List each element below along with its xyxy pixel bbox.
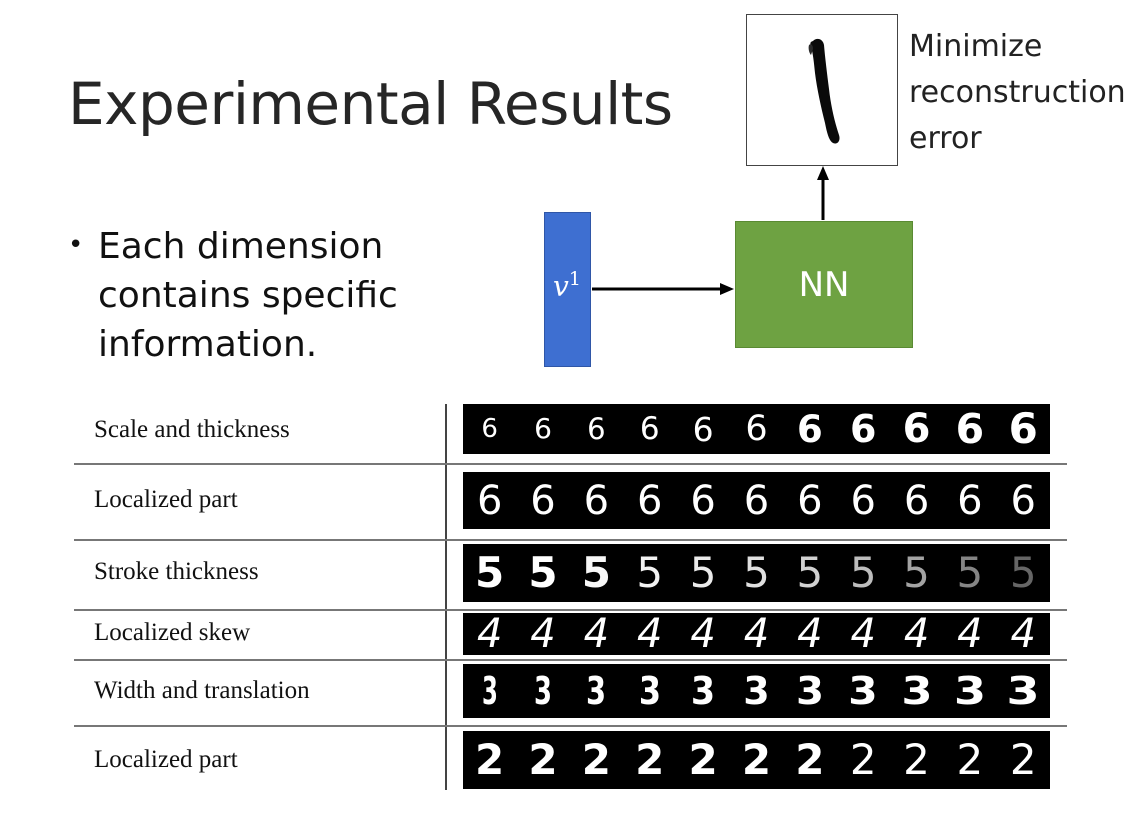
digit-sample: 4 [678, 614, 728, 654]
digit-sample: 4 [945, 614, 995, 654]
digit-sample: 2 [945, 739, 995, 781]
digit-sample: 6 [571, 481, 621, 521]
digit-sample: 6 [945, 481, 995, 521]
digit-sample: 3 [680, 672, 726, 710]
digit-sample: 4 [892, 614, 942, 654]
digit-strip-localized-part-2: 2 2 2 2 2 2 2 2 2 2 2 [463, 731, 1050, 789]
digit-sample: 6 [465, 481, 515, 521]
digit-sample: 4 [785, 614, 835, 654]
digit-sample: 2 [678, 739, 728, 781]
digit-sample: 6 [518, 415, 568, 443]
digit-sample: 2 [571, 739, 621, 781]
digit-sample: 5 [892, 552, 942, 594]
row-label-width-translation: Width and translation [94, 677, 310, 705]
digit-sample: 3 [629, 672, 671, 710]
digit-sample: 6 [678, 413, 728, 446]
digit-sample: 5 [465, 552, 515, 594]
row-label-localized-part: Localized part [94, 486, 238, 514]
digit-strip-localized-skew: 4 4 4 4 4 4 4 4 4 4 4 [463, 613, 1050, 655]
table-column-divider [445, 404, 447, 790]
digit-sample: 6 [731, 481, 781, 521]
digit-sample: 6 [625, 481, 675, 521]
digit-sample: 5 [571, 552, 621, 594]
table-divider [74, 659, 1067, 661]
digit-sample: 4 [465, 614, 515, 654]
digit-sample: 3 [526, 672, 560, 710]
digit-sample: 6 [625, 414, 675, 445]
digit-sample: 3 [835, 672, 891, 710]
digit-strip-localized-part: 6 6 6 6 6 6 6 6 6 6 6 [463, 472, 1050, 529]
digit-sample: 3 [887, 672, 946, 710]
digit-sample: 6 [785, 411, 835, 448]
digit-sample: 2 [465, 739, 515, 781]
digit-sample: 4 [625, 614, 675, 654]
digit-sample: 4 [998, 614, 1048, 654]
row-label-localized-skew: Localized skew [94, 619, 250, 647]
digit-sample: 2 [998, 739, 1048, 781]
digit-sample: 6 [465, 416, 515, 442]
table-divider [74, 539, 1067, 541]
digit-sample: 6 [731, 412, 781, 447]
digit-sample: 5 [731, 552, 781, 594]
digit-sample: 5 [998, 552, 1048, 594]
results-table: Scale and thickness 6 6 6 6 6 6 6 6 6 6 … [74, 400, 1069, 792]
digit-sample: 4 [838, 614, 888, 654]
digit-strip-stroke-thickness: 5 5 5 5 5 5 5 5 5 5 5 [463, 544, 1050, 602]
digit-sample: 6 [892, 481, 942, 521]
digit-sample: 6 [945, 409, 995, 450]
digit-sample: 2 [731, 739, 781, 781]
digit-sample: 5 [785, 552, 835, 594]
digit-sample: 6 [838, 481, 888, 521]
digit-sample: 6 [678, 481, 728, 521]
digit-sample: 2 [892, 739, 942, 781]
digit-sample: 4 [731, 614, 781, 654]
digit-sample: 3 [577, 672, 615, 710]
table-divider [74, 463, 1067, 465]
digit-sample: 2 [518, 739, 568, 781]
row-label-stroke-thickness: Stroke thickness [94, 558, 259, 586]
table-divider [74, 609, 1067, 611]
digit-sample: 4 [518, 614, 568, 654]
digit-sample: 5 [838, 552, 888, 594]
digit-sample: 6 [785, 481, 835, 521]
digit-sample: 5 [625, 552, 675, 594]
digit-sample: 3 [992, 672, 1050, 710]
digit-sample: 5 [518, 552, 568, 594]
digit-sample: 2 [785, 739, 835, 781]
digit-sample: 6 [838, 410, 888, 448]
digit-sample: 6 [998, 408, 1048, 450]
digit-sample: 3 [783, 672, 836, 710]
digit-sample: 5 [945, 552, 995, 594]
digit-sample: 3 [731, 672, 781, 710]
network-to-output-arrowhead [817, 166, 829, 180]
input-to-network-arrowhead [720, 283, 734, 295]
digit-strip-scale-thickness: 6 6 6 6 6 6 6 6 6 6 6 [463, 404, 1050, 454]
digit-sample: 6 [998, 481, 1048, 521]
digit-sample: 3 [475, 672, 505, 710]
row-label-localized-part-2: Localized part [94, 746, 238, 774]
digit-sample: 5 [678, 552, 728, 594]
digit-strip-width-translation: 3 3 3 3 3 3 3 3 3 3 3 [463, 664, 1050, 718]
digit-sample: 6 [518, 481, 568, 521]
digit-sample: 2 [625, 739, 675, 781]
digit-sample: 4 [571, 614, 621, 654]
digit-sample: 2 [838, 739, 888, 781]
digit-sample: 6 [892, 409, 942, 449]
table-divider [74, 725, 1067, 727]
digit-sample: 6 [571, 415, 621, 444]
row-label-scale-thickness: Scale and thickness [94, 416, 290, 444]
